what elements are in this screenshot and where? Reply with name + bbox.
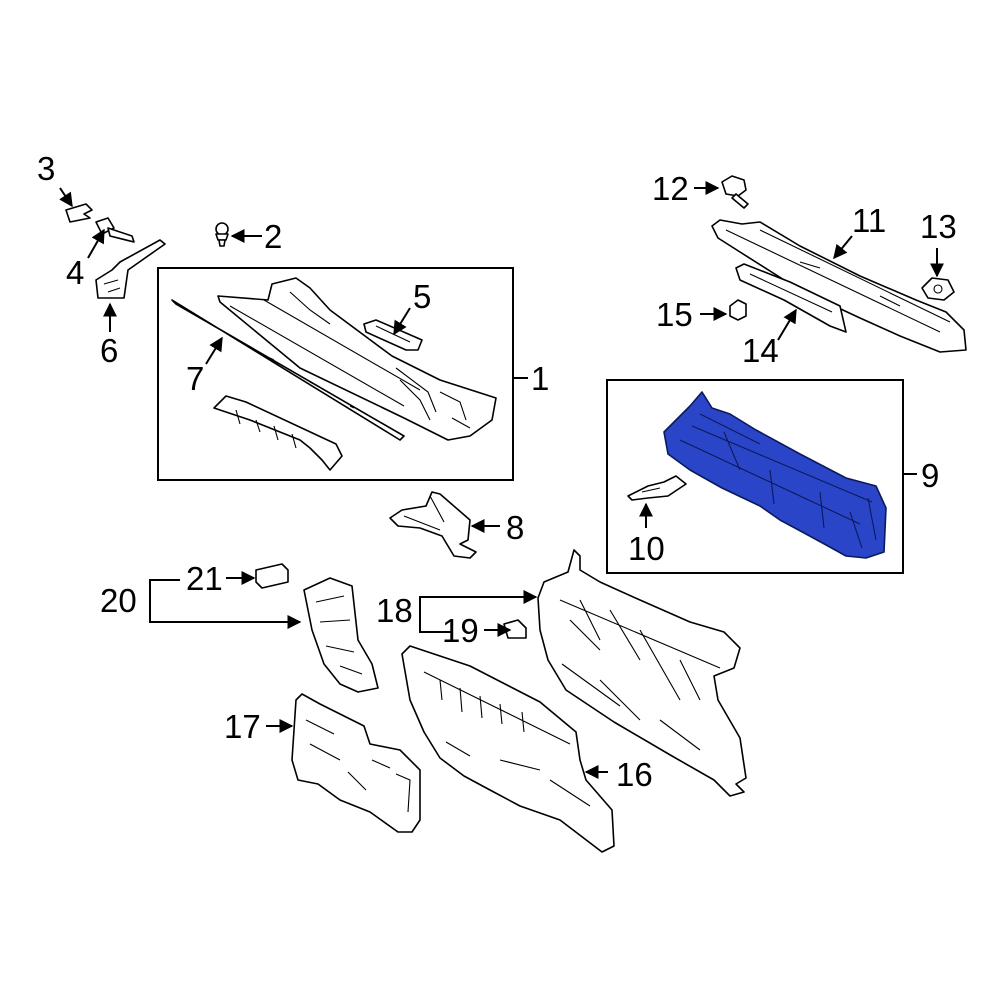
callout-6: 6 (100, 332, 118, 369)
part-13-nut (921, 277, 955, 301)
callout-20: 20 (100, 582, 137, 619)
part-18-dash-panel (537, 549, 747, 797)
part-7-weatherstrip (171, 299, 405, 441)
callout-21: 21 (186, 560, 223, 597)
callout-12: 12 (652, 170, 689, 207)
part-3-clip (65, 203, 93, 223)
callout-9: 9 (921, 457, 939, 494)
callout-17: 17 (224, 708, 261, 745)
callout-4: 4 (66, 254, 84, 291)
callout-16: 16 (616, 756, 653, 793)
callout-7: 7 (186, 360, 204, 397)
part-10-bracket (627, 475, 687, 501)
callout-11: 11 (852, 202, 886, 239)
callout-3: 3 (37, 150, 55, 187)
part-8-bracket (389, 491, 477, 559)
callout-2: 2 (264, 218, 282, 255)
group-box-9 (606, 379, 904, 574)
part-17-silencer (291, 693, 421, 833)
group-box-1 (157, 267, 514, 481)
part-14-reinforcement (735, 263, 847, 333)
part-12-bolt (721, 175, 749, 209)
part-6-bracket (95, 239, 166, 299)
part-20-side-bracket (303, 577, 379, 693)
part-16-insulator (401, 645, 615, 853)
part-cowl-lower-bracket (213, 395, 343, 471)
callout-8: 8 (506, 509, 524, 546)
callout-5: 5 (413, 278, 431, 315)
callout-labels: 1 2 3 4 5 6 7 8 9 10 11 12 13 14 15 16 1… (37, 150, 957, 793)
part-2-pin (215, 222, 229, 247)
callout-14: 14 (742, 332, 779, 369)
part-4-grommet (95, 217, 135, 243)
part-21-clip (255, 563, 289, 589)
callout-19: 19 (442, 612, 479, 649)
callout-13: 13 (920, 208, 957, 245)
leader-lines (59, 181, 944, 779)
part-1-cowl-panel (217, 277, 497, 441)
part-9-cowl-panel-highlighted (663, 391, 887, 559)
part-5-bracket (363, 319, 423, 351)
callout-10: 10 (628, 530, 665, 567)
part-15-clip (729, 299, 747, 321)
callout-1: 1 (531, 360, 549, 397)
callout-15: 15 (656, 296, 693, 333)
callout-18: 18 (376, 592, 413, 629)
